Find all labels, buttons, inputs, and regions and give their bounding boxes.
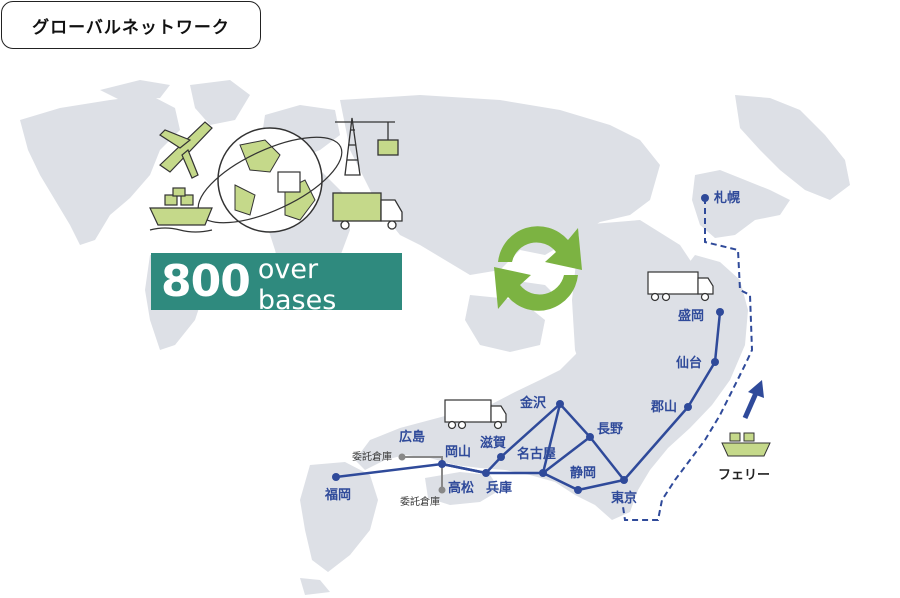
node-sapporo (701, 194, 709, 202)
warehouse-links (402, 456, 443, 490)
label-morioka: 盛岡 (678, 308, 704, 324)
ship-icon (149, 187, 213, 233)
globe-icon (197, 127, 343, 233)
ferry-route (621, 198, 754, 521)
label-tokyo: 東京 (611, 490, 637, 506)
airplane-icon (159, 121, 213, 179)
ferry-label: フェリー (718, 468, 770, 483)
bases-text: over bases (257, 253, 337, 316)
label-okayama: 岡山 (445, 444, 471, 460)
node-kanazawa (556, 400, 564, 408)
recycle-icon (494, 226, 582, 311)
node-sendai (711, 358, 719, 366)
label-warehouse-2: 委託倉庫 (400, 495, 440, 508)
node-tokyo (620, 476, 628, 484)
label-koriyama: 郡山 (650, 399, 677, 415)
truck-icon (332, 192, 403, 230)
label-hyogo: 兵庫 (486, 480, 512, 496)
node-okayama (438, 460, 446, 468)
label-warehouse-1: 委託倉庫 (352, 450, 392, 463)
crane-icon (335, 117, 399, 176)
label-shizuoka: 静岡 (570, 465, 596, 481)
label-kanazawa: 金沢 (519, 395, 547, 411)
warehouse-node-takamatsu (438, 486, 446, 494)
node-shiga (497, 453, 505, 461)
truck-icon (647, 271, 714, 302)
ferry-ship-icon (721, 432, 771, 457)
bases-banner: 800 over bases (151, 253, 402, 316)
label-nagano: 長野 (597, 422, 623, 437)
page-title: グローバルネットワーク (1, 1, 261, 49)
warehouse-node-hiroshima (398, 453, 406, 461)
node-shizuoka (574, 486, 582, 494)
node-morioka (716, 308, 724, 316)
node-fukuoka (332, 473, 340, 481)
label-shiga: 滋賀 (480, 435, 506, 451)
node-nagoya (539, 469, 547, 477)
label-fukuoka: 福岡 (324, 487, 351, 503)
truck-icon (444, 399, 507, 430)
label-nagoya: 名古屋 (517, 446, 556, 462)
label-sendai: 仙台 (676, 355, 702, 371)
node-hyogo (482, 469, 490, 477)
city-nodes (332, 194, 724, 494)
arrow-icon (742, 380, 764, 420)
label-sapporo: 札幌 (713, 190, 740, 206)
japan-map (300, 170, 790, 595)
bases-count: 800 (161, 256, 251, 307)
node-koriyama (684, 403, 692, 411)
node-nagano (586, 433, 594, 441)
label-hiroshima: 広島 (399, 429, 425, 445)
label-takamatsu: 高松 (448, 480, 474, 496)
